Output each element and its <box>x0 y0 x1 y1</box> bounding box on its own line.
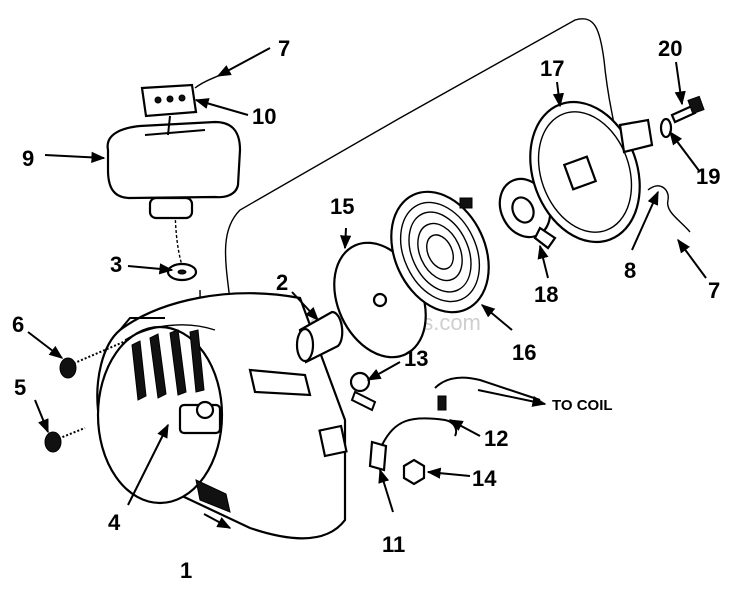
ground-clip <box>368 440 388 472</box>
callout-18: 18 <box>534 282 558 307</box>
housing-screw-upper <box>59 339 129 379</box>
housing-screw-lower <box>44 427 86 453</box>
callout-12: 12 <box>484 426 508 451</box>
callout-13: 13 <box>404 346 428 371</box>
callout-14: 14 <box>472 466 497 491</box>
callout-7-top: 7 <box>278 36 290 61</box>
callout-17: 17 <box>540 56 564 81</box>
starter-pawl <box>498 177 557 250</box>
leader-lines <box>27 47 707 529</box>
bushing <box>295 310 344 364</box>
callout-2: 2 <box>276 270 288 295</box>
to-coil-annotation: TO COIL <box>552 397 613 414</box>
callout-9: 9 <box>22 146 34 171</box>
callout-4: 4 <box>108 510 121 535</box>
callout-20: 20 <box>658 36 682 61</box>
rope-knot-lower <box>647 185 691 233</box>
pulley-screw <box>670 95 705 124</box>
callout-6: 6 <box>12 312 24 337</box>
starter-handle <box>106 120 242 220</box>
callout-16: 16 <box>512 340 536 365</box>
callout-labels: 1 2 3 4 5 6 7 7 8 9 10 11 12 13 14 15 16… <box>12 36 720 583</box>
callout-19: 19 <box>696 164 720 189</box>
rope-pulley <box>529 100 654 244</box>
callout-5: 5 <box>14 375 26 400</box>
hex-nut <box>402 458 426 486</box>
callout-1: 1 <box>180 558 192 583</box>
stop-switch <box>349 371 377 412</box>
ground-wire <box>381 376 541 446</box>
callout-15: 15 <box>330 194 354 219</box>
rope-knot-upper <box>194 73 223 89</box>
callout-10: 10 <box>252 104 276 129</box>
pulley-washer <box>659 117 673 139</box>
callout-7-right: 7 <box>708 278 720 303</box>
handle-insert <box>140 83 198 136</box>
housing-fins <box>131 329 231 513</box>
starter-housing <box>96 292 348 540</box>
callout-8: 8 <box>624 258 636 283</box>
callout-11: 11 <box>382 532 405 557</box>
callout-3: 3 <box>110 252 122 277</box>
recoil-spring <box>390 190 490 314</box>
